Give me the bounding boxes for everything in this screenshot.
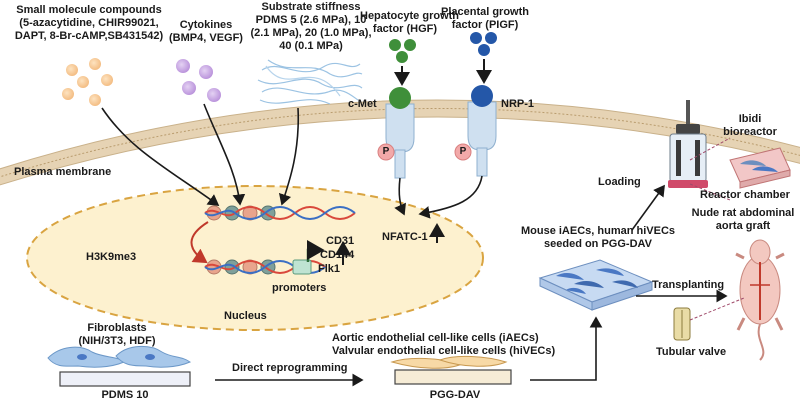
cd144-label: CD144 [320, 249, 355, 261]
nucleus-shape [26, 185, 484, 331]
flk1-label: Flk1 [318, 263, 341, 275]
hgf-ligand-icon [389, 39, 416, 63]
nrp1-phospho-icon [454, 143, 472, 161]
pgg-dav-icon [390, 355, 512, 385]
cytokine-dots-icon [176, 59, 221, 102]
nrp1-signal-arrow [418, 175, 483, 219]
scaffold-icon [538, 259, 654, 311]
nrp1-phospho-label: P [459, 146, 467, 157]
stiffness-line: (2.1 MPa), 20 (1.0 MPa), [250, 27, 372, 39]
pigf-ligand-icon [470, 32, 497, 56]
stiffness-title: Substrate stiffness [261, 1, 361, 13]
rat-icon [735, 239, 785, 361]
loading-label: Loading [598, 176, 641, 188]
reactor-chamber-icon [729, 147, 791, 189]
seeded-title: Mouse iAECs, human hiVECs [520, 225, 676, 237]
cytokines-title: Cytokines [179, 19, 233, 31]
plasma-membrane-label: Plasma membrane [14, 166, 112, 178]
iaec-label: Aortic endothelial cell-like cells (iAEC… [332, 332, 539, 344]
tubular-valve-label: Tubular valve [656, 346, 727, 358]
fibroblasts-types: (NIH/3T3, HDF) [78, 335, 156, 347]
promoters-label: promoters [272, 282, 327, 294]
nucleus-label: Nucleus [224, 310, 267, 322]
ibidi-label: Ibidi [738, 113, 762, 125]
bioreactor-icon [668, 100, 708, 188]
hgf-title: Hepatocyte growth [360, 10, 460, 22]
pigf-title-line: factor (PIGF) [451, 19, 519, 31]
pdms10-substrate [59, 371, 191, 387]
stiffness-line: 40 (0.1 MPa) [279, 40, 343, 52]
pdms10-label: PDMS 10 [101, 389, 149, 401]
cd31-label: CD31 [326, 235, 355, 247]
cmet-phospho-icon [377, 143, 395, 161]
stiffness-line: PDMS 5 (2.6 MPa), 10 [255, 14, 367, 26]
hivec-label: Valvular endothelial cell-like cells (hi… [332, 345, 556, 357]
cmet-phospho-label: P [382, 146, 390, 157]
transplanting-label: Transplanting [652, 279, 725, 291]
tubular-valve-icon [673, 297, 745, 341]
hgf-title-line: factor (HGF) [372, 23, 438, 35]
small-molecule-line: (5-azacytidine, CHIR99021, [19, 17, 159, 29]
bioreactor-label: bioreactor [723, 126, 777, 138]
seeding-arrow [530, 316, 603, 381]
cmet-label: c-Met [348, 98, 377, 110]
gene-promoter-icon [292, 240, 325, 275]
dna-helix-icon [204, 205, 356, 221]
nrp1-label: NRP-1 [501, 98, 535, 110]
molecule-dots-icon [62, 58, 113, 106]
direct-reprogramming-label: Direct reprogramming [232, 362, 348, 374]
cmet-receptor-icon [385, 87, 415, 179]
cmet-signal-arrow [394, 177, 406, 216]
nrp1-receptor-icon [467, 85, 497, 177]
cytokines-list: (BMP4, VEGF) [169, 32, 243, 44]
chamber-guide-line [689, 183, 731, 201]
nude-rat-title: Nude rat abdominal [691, 207, 795, 219]
seeded-line: seeded on PGG-DAV [544, 238, 652, 250]
small-molecule-title: Small molecule compounds [16, 4, 162, 16]
chamber-guide-line [689, 137, 731, 161]
fibroblasts-title: Fibroblasts [87, 322, 147, 334]
pigf-title: Placental growth [440, 6, 530, 18]
nfatc1-label: NFATC-1 [382, 231, 428, 243]
fibroblast-cells-icon [47, 346, 191, 368]
nude-rat-line: aorta graft [715, 220, 771, 232]
h3k9me3-label: H3K9me3 [86, 251, 137, 263]
h3k9me3-arrow [190, 221, 209, 264]
cytokine-signal-arrow [203, 103, 246, 206]
pgg-dav-label: PGG-DAV [429, 389, 481, 401]
stiffness-signal-arrow [278, 107, 300, 206]
reactor-chamber-label: Reactor chamber [700, 189, 790, 201]
molecule-signal-arrow [101, 107, 220, 206]
loading-arrow [631, 184, 665, 231]
fiber-mesh-icon [257, 59, 363, 105]
small-molecule-line: DAPT, 8-Br-cAMP,SB431542) [14, 30, 164, 42]
